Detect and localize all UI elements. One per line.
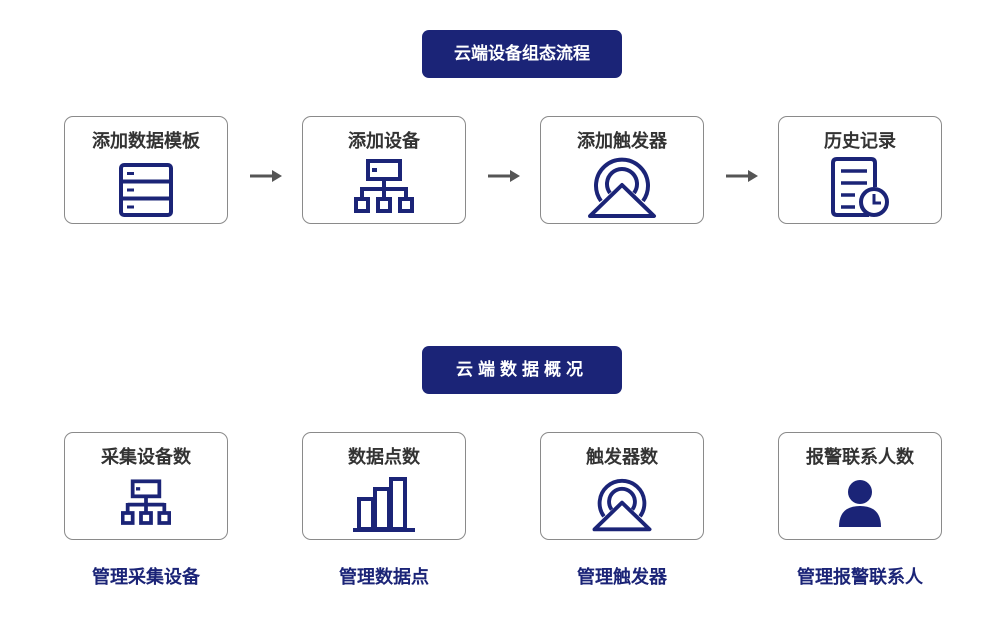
person-icon (839, 480, 881, 527)
trigger-signal-icon (588, 157, 656, 218)
manage-triggers-link[interactable]: 管理触发器 (577, 567, 667, 588)
bar-chart-icon (353, 477, 415, 532)
flow-step-label: 添加数据模板 (92, 131, 200, 152)
flow-step-label: 添加设备 (348, 131, 420, 152)
overview-card-label: 触发器数 (586, 447, 658, 468)
manage-data-points-link[interactable]: 管理数据点 (339, 567, 429, 588)
trigger-signal-icon (592, 478, 652, 532)
flow-step-label: 添加触发器 (577, 131, 667, 152)
overview-card-alarm-contacts[interactable]: 报警联系人数 (778, 432, 942, 540)
flow-step-add-trigger[interactable]: 添加触发器 (540, 116, 704, 224)
flow-step-add-data-template[interactable]: 添加数据模板 (64, 116, 228, 224)
network-hierarchy-icon (121, 479, 171, 525)
network-hierarchy-icon (354, 159, 414, 213)
flow-step-add-device[interactable]: 添加设备 (302, 116, 466, 224)
server-stack-icon (119, 163, 173, 217)
manage-alarm-contacts-link[interactable]: 管理报警联系人 (797, 567, 923, 588)
flow-step-label: 历史记录 (824, 131, 896, 152)
overview-card-label: 采集设备数 (101, 447, 191, 468)
flow-arrow (250, 170, 282, 182)
flow-title: 云端设备组态流程 (422, 30, 622, 78)
flow-arrow (488, 170, 520, 182)
overview-title: 云端数据概况 (422, 346, 622, 394)
overview-card-label: 数据点数 (348, 447, 420, 468)
flow-arrow (726, 170, 758, 182)
flow-step-history[interactable]: 历史记录 (778, 116, 942, 224)
overview-card-triggers[interactable]: 触发器数 (540, 432, 704, 540)
document-clock-icon (831, 157, 889, 217)
manage-devices-link[interactable]: 管理采集设备 (92, 567, 200, 588)
overview-card-data-points[interactable]: 数据点数 (302, 432, 466, 540)
overview-card-devices[interactable]: 采集设备数 (64, 432, 228, 540)
overview-card-label: 报警联系人数 (806, 447, 914, 468)
